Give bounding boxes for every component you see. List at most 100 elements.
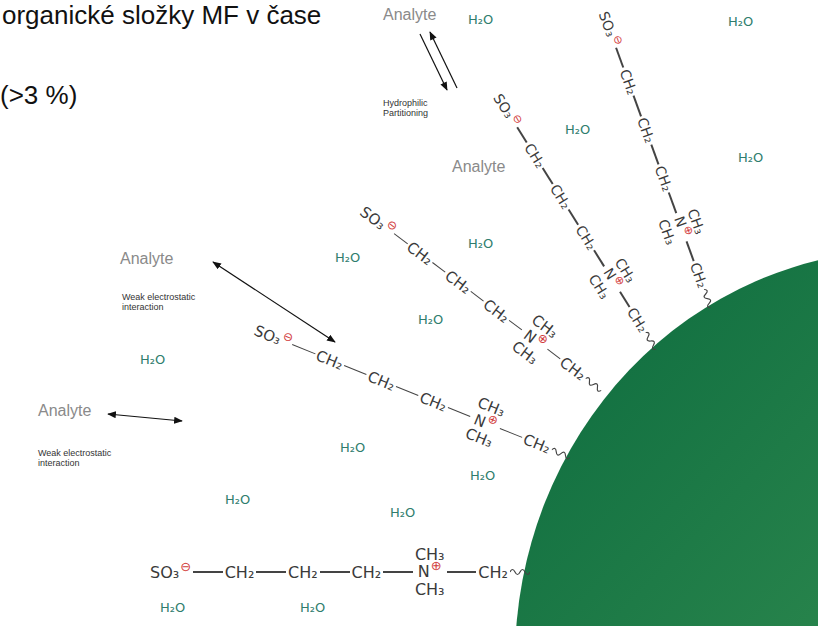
slide-note: (>3 %) bbox=[0, 80, 77, 111]
bond-line bbox=[651, 144, 659, 165]
water-molecule: H₂O bbox=[340, 440, 365, 455]
bond-line bbox=[256, 571, 286, 572]
tether-line bbox=[699, 287, 715, 309]
bond-line bbox=[292, 345, 315, 355]
bond-line bbox=[615, 47, 623, 68]
bond-line bbox=[517, 127, 528, 143]
process-note: Weak electrostatic interaction bbox=[38, 448, 113, 469]
sulfonate-group: SO₃⊖ bbox=[595, 9, 622, 48]
bond-line bbox=[432, 263, 446, 274]
partition-arrow bbox=[420, 34, 447, 90]
interaction-arrow bbox=[108, 414, 182, 421]
charge-sign: ⊖ bbox=[180, 559, 191, 574]
formula-text: CH₂ bbox=[616, 67, 640, 97]
ammonium-group: CH₃N⊕CH₃ bbox=[415, 546, 445, 599]
partition-arrow bbox=[430, 32, 457, 88]
formula-text: CH₂ bbox=[288, 563, 318, 582]
slide-heading: organické složky MF v čase bbox=[2, 0, 321, 31]
bond-line bbox=[686, 241, 694, 262]
ammonium-group: CH₃N⊕CH₃ bbox=[509, 312, 561, 368]
formula-text: CH₂ bbox=[417, 388, 450, 415]
zwitterion-chain: SO₃⊖ CH₂ CH₂ CH₂ CH₃N⊕CH₃ CH₂ bbox=[581, 4, 732, 316]
formula-text: CH₂ bbox=[687, 260, 711, 290]
bond-line bbox=[542, 168, 553, 184]
water-molecule: H₂O bbox=[565, 122, 590, 137]
bond-line bbox=[448, 407, 471, 417]
charge-sign: ⊕ bbox=[431, 559, 442, 573]
water-molecule: H₂O bbox=[470, 468, 495, 483]
formula-text: CH₂ bbox=[624, 304, 651, 334]
ammonium-group: CH₃N⊕CH₃ bbox=[463, 395, 507, 451]
bond-line bbox=[568, 209, 579, 225]
bond-line bbox=[500, 428, 523, 438]
bond-line bbox=[509, 320, 523, 331]
tether-line bbox=[641, 330, 660, 352]
formula-text: SO₃ bbox=[252, 322, 284, 349]
sulfonate-group: SO₃⊖ bbox=[357, 203, 399, 240]
formula-text: CH₂ bbox=[521, 430, 554, 457]
bond-line bbox=[633, 96, 641, 117]
sulfonate-group: SO₃⊖ bbox=[490, 91, 523, 130]
formula-text: CH₂ bbox=[225, 563, 255, 582]
bond-line bbox=[594, 250, 605, 266]
formula-text: CH₂ bbox=[442, 267, 475, 298]
bond-line bbox=[394, 234, 408, 245]
formula-text: CH₃ bbox=[415, 581, 445, 599]
formula-text: CH₂ bbox=[547, 181, 574, 211]
process-note: Weak electrostatic interaction bbox=[122, 292, 197, 313]
formula-text: CH₂ bbox=[634, 115, 658, 145]
formula-text: CH₂ bbox=[652, 164, 676, 194]
formula-text: CH₂ bbox=[403, 238, 436, 269]
water-molecule: H₂O bbox=[225, 492, 250, 507]
bond-line bbox=[320, 571, 350, 572]
ammonium-group: CH₃N⊕CH₃ bbox=[585, 255, 638, 301]
bond-line bbox=[668, 192, 676, 213]
formula-text: CH₂ bbox=[556, 353, 589, 384]
tether-line bbox=[583, 374, 605, 394]
water-molecule: H₂O bbox=[140, 352, 165, 367]
formula-text: CH₃ bbox=[463, 425, 495, 451]
water-molecule: H₂O bbox=[335, 250, 360, 265]
silica-particle bbox=[515, 250, 818, 626]
tether-line bbox=[550, 445, 572, 462]
bond-line bbox=[470, 292, 484, 303]
analyte-label: Analyte bbox=[452, 158, 505, 176]
analyte-label: Analyte bbox=[120, 250, 173, 268]
bond-line bbox=[383, 571, 413, 572]
tether-line bbox=[510, 567, 530, 577]
formula-text: CH₂ bbox=[352, 563, 382, 582]
formula-text: CH₂ bbox=[365, 368, 398, 395]
formula-text: N bbox=[418, 563, 430, 581]
formula-text: CH₂ bbox=[521, 140, 548, 170]
formula-text: SO₃ bbox=[150, 563, 179, 582]
water-molecule: H₂O bbox=[728, 14, 753, 29]
bond-line bbox=[547, 349, 561, 360]
formula-text: CH₂ bbox=[480, 296, 513, 327]
formula-text: CH₂ bbox=[313, 347, 346, 374]
nitrogen-row: N⊕ bbox=[418, 563, 442, 581]
water-molecule: H₂O bbox=[468, 236, 493, 251]
bond-line bbox=[619, 291, 630, 307]
water-molecule: H₂O bbox=[418, 312, 443, 327]
bond-line bbox=[344, 366, 367, 376]
ammonium-group: CH₃N⊕CH₃ bbox=[655, 207, 707, 247]
water-molecule: H₂O bbox=[160, 600, 185, 615]
formula-text: CH₂ bbox=[572, 222, 599, 252]
sulfonate-group: SO₃⊖ bbox=[252, 322, 294, 353]
formula-text: CH₂ bbox=[478, 563, 508, 582]
sulfonate-group: SO₃⊖ bbox=[150, 563, 191, 582]
water-molecule: H₂O bbox=[468, 12, 493, 27]
analyte-label: Analyte bbox=[38, 402, 91, 420]
bond-line bbox=[447, 571, 477, 572]
process-note: Hydrophilic Partitioning bbox=[383, 98, 445, 119]
formula-text: SO₃ bbox=[595, 9, 619, 38]
analyte-label: Analyte bbox=[383, 6, 436, 24]
bond-line bbox=[396, 386, 419, 396]
bond-line bbox=[193, 571, 223, 572]
water-molecule: H₂O bbox=[390, 505, 415, 520]
water-molecule: H₂O bbox=[738, 150, 763, 165]
zwitterion-chain: SO₃⊖CH₂CH₂CH₂CH₃N⊕CH₃CH₂ bbox=[150, 546, 530, 599]
water-molecule: H₂O bbox=[300, 600, 325, 615]
